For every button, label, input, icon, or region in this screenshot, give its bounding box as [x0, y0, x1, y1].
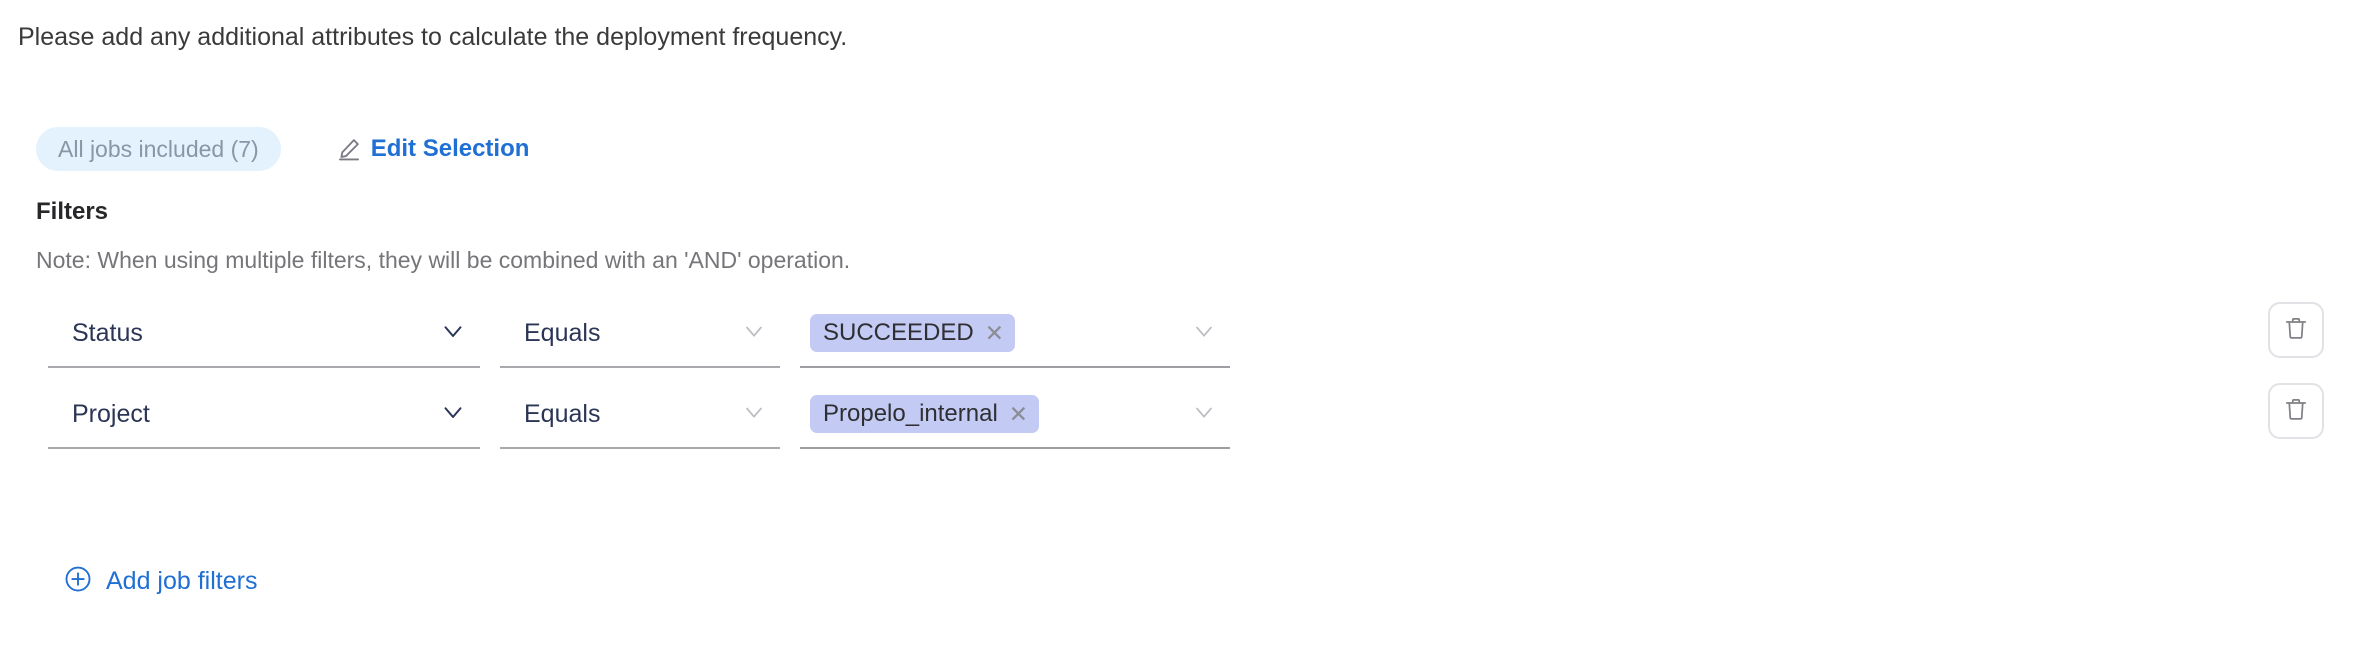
filter-operator-select[interactable]: Equals — [500, 300, 780, 368]
close-icon[interactable]: ✕ — [984, 319, 1004, 346]
chevron-down-icon — [438, 397, 468, 432]
chevron-down-icon — [740, 398, 768, 431]
edit-selection-label: Edit Selection — [370, 135, 530, 162]
filter-value-select[interactable]: Propelo_internal ✕ — [800, 381, 1230, 449]
filter-value-chip[interactable]: SUCCEEDED ✕ — [810, 314, 1015, 352]
filter-row: Project Equals Propelo_internal ✕ — [0, 381, 2376, 462]
filter-value-chip-label: Propelo_internal — [823, 400, 998, 427]
page-description: Please add any additional attributes to … — [18, 23, 848, 51]
filter-rows-container: Status Equals SUCCEEDED ✕ — [0, 300, 2376, 462]
filter-attribute-value: Project — [72, 399, 150, 428]
filter-operator-value: Equals — [524, 318, 601, 347]
chevron-down-icon — [1190, 398, 1218, 431]
chevron-down-icon — [740, 317, 768, 350]
filter-attribute-select[interactable]: Project — [48, 381, 480, 449]
filter-value-chip[interactable]: Propelo_internal ✕ — [810, 395, 1040, 433]
filters-note: Note: When using multiple filters, they … — [36, 247, 851, 273]
delete-filter-button[interactable] — [2268, 383, 2324, 439]
edit-selection-button[interactable]: Edit Selection — [336, 127, 530, 171]
add-job-filters-button[interactable]: Add job filters — [63, 564, 257, 599]
trash-icon — [2283, 315, 2309, 346]
delete-filter-button[interactable] — [2268, 302, 2324, 358]
pencil-icon — [336, 136, 362, 162]
chevron-down-icon — [1190, 317, 1218, 350]
filters-heading: Filters — [36, 198, 109, 225]
filter-attribute-value: Status — [72, 318, 143, 347]
plus-circle-icon — [63, 564, 93, 599]
chevron-down-icon — [438, 316, 468, 351]
filter-attribute-select[interactable]: Status — [48, 300, 480, 368]
filter-value-chip-label: SUCCEEDED — [823, 319, 974, 346]
trash-icon — [2283, 396, 2309, 427]
filter-value-select[interactable]: SUCCEEDED ✕ — [800, 300, 1230, 368]
filter-row: Status Equals SUCCEEDED ✕ — [0, 300, 2376, 381]
add-job-filters-label: Add job filters — [106, 567, 258, 595]
close-icon[interactable]: ✕ — [1008, 400, 1029, 427]
filter-operator-select[interactable]: Equals — [500, 381, 780, 449]
selection-summary-row: All jobs included (7) Edit Selection — [36, 127, 529, 171]
filter-operator-value: Equals — [524, 399, 601, 428]
jobs-included-badge: All jobs included (7) — [36, 127, 281, 171]
